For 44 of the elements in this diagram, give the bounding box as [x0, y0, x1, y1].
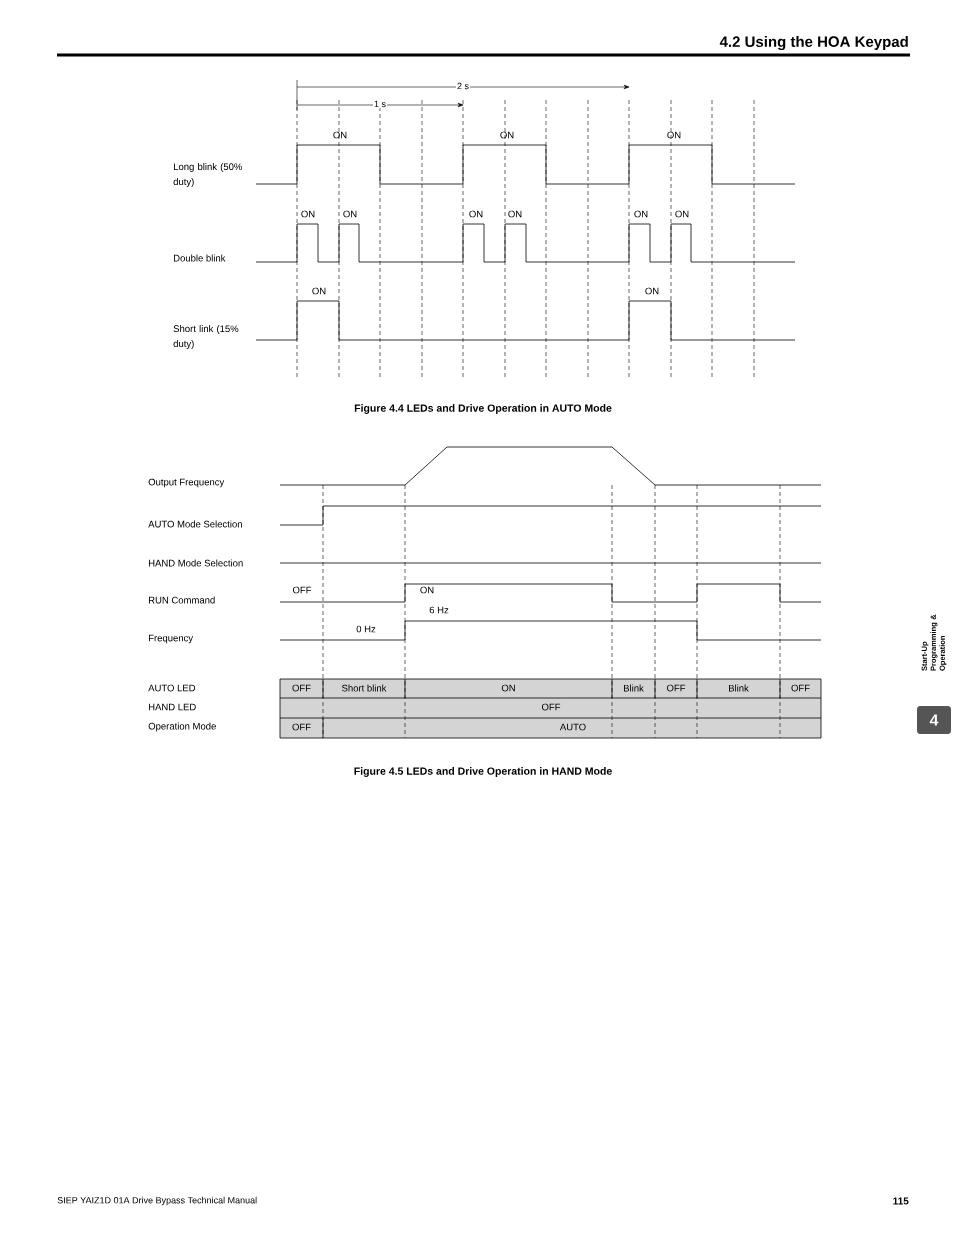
figure-caption: Figure 4.4 LEDs and Drive Operation in AUTO Mode	[354, 404, 612, 414]
footer-text: SIEP YAIZ1D 01A Drive Bypass Technical Manual	[57, 1196, 257, 1206]
waveform-label: OFF	[292, 586, 312, 594]
table-cell: OFF	[292, 684, 311, 692]
side-tab: 4	[917, 706, 951, 734]
label-text: 1 s	[373, 99, 387, 109]
signal-name: HAND Mode Selection	[149, 559, 243, 567]
waveform-label: ON	[634, 210, 648, 218]
waveform-label: ON	[301, 210, 315, 218]
signal-name: Output Frequency	[148, 478, 225, 488]
table-cell: Short blink	[342, 684, 387, 692]
waveform-label: 6 Hz	[429, 606, 449, 614]
signal-name: HAND LED	[149, 703, 196, 711]
figure-caption: Figure 4.5 LEDs and Drive Operation in HAND Mode	[354, 767, 612, 777]
waveform-label: ON	[508, 210, 522, 218]
label-text: 2 s	[456, 81, 470, 91]
waveform-label: ON	[333, 131, 347, 139]
waveform-label: 0 Hz	[356, 625, 376, 633]
page-number: 115	[893, 1197, 909, 1205]
table-cell: OFF	[791, 684, 810, 692]
signal-name: RUN Command	[149, 596, 215, 604]
table-cell: OFF	[666, 684, 686, 692]
table-cell: Blink	[624, 684, 644, 692]
signal-name: AUTO LED	[148, 684, 196, 692]
signal-name: AUTO Mode Selection	[148, 520, 242, 528]
waveform-label: ON	[312, 287, 326, 295]
waveform-label: ON	[469, 210, 483, 218]
waveform-label: ON	[645, 287, 659, 295]
signal-name: Short link (15% duty)	[173, 325, 239, 349]
table-cell: OFF	[292, 723, 311, 731]
waveform-label: ON	[500, 131, 514, 139]
waveform-label: ON	[667, 131, 681, 139]
waveform-label: ON	[675, 210, 689, 218]
table-cell: OFF	[541, 703, 561, 711]
signal-name: Frequency	[149, 634, 194, 644]
table-cell: AUTO	[559, 723, 586, 731]
waveform-label: ON	[420, 586, 434, 594]
table-cell: ON	[501, 684, 515, 692]
section-heading: 4.2 Using the HOA Keypad	[719, 36, 908, 51]
signal-name: Operation Mode	[148, 722, 216, 732]
signal-name: Double blink	[174, 254, 226, 262]
waveform-label: ON	[343, 210, 357, 218]
signal-name: Long blink (50% duty)	[173, 163, 242, 187]
table-cell: Blink	[729, 684, 749, 692]
